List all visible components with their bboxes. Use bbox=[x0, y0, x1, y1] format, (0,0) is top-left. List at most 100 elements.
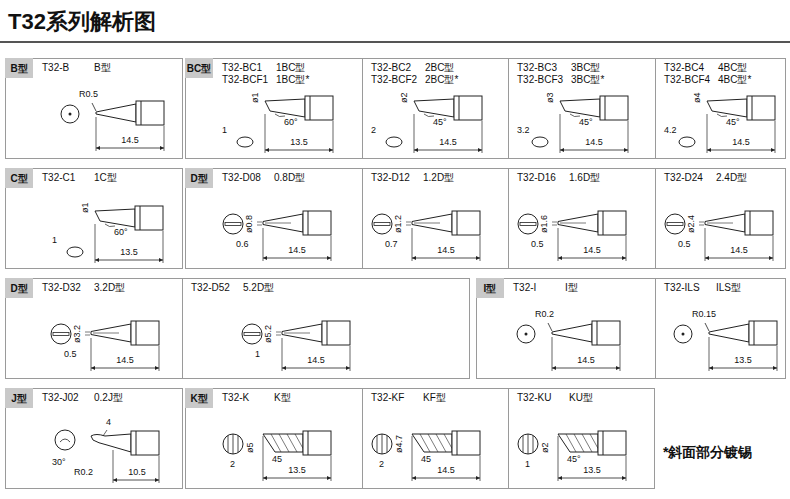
page-title: T32系列解析图 bbox=[8, 7, 156, 37]
tip-cell: T32-KK型ø524513.5 bbox=[213, 388, 362, 488]
type-label: D型 bbox=[190, 173, 207, 184]
dimension: R0.2 bbox=[534, 310, 555, 320]
dimension: 4.2 bbox=[663, 126, 678, 136]
dimension: ø1 bbox=[81, 201, 91, 214]
tip-cell: T32-BC44BC型T32-BCF44BC型*ø44.245°14.5 bbox=[655, 58, 786, 158]
model-number: T32-D16 bbox=[516, 172, 557, 183]
dimension: 0.7 bbox=[384, 240, 399, 250]
dimension: 2 bbox=[378, 460, 385, 470]
model-number: T32-BCF4 bbox=[663, 74, 711, 85]
tip-cell: T32-BC22BC型T32-BCF22BC型*ø2245°14.5 bbox=[362, 58, 508, 158]
tip-drawings bbox=[51, 96, 777, 483]
type-label: B型 bbox=[10, 63, 27, 74]
tip-type: 4BC型 bbox=[717, 62, 748, 73]
model-number: T32-BCF3 bbox=[516, 74, 564, 85]
dimension: 14.5 bbox=[306, 356, 326, 366]
tip-type: 0.8D型 bbox=[273, 172, 306, 183]
type-tab: C型 bbox=[5, 168, 33, 188]
dimension: 14.5 bbox=[584, 138, 604, 148]
type-label: BC型 bbox=[187, 63, 211, 74]
model-number: T32-D32 bbox=[41, 282, 82, 293]
dimension: 0.5 bbox=[530, 240, 545, 250]
group-frames bbox=[6, 59, 786, 489]
dimension: 14.5 bbox=[120, 136, 140, 146]
dimension: 45° bbox=[566, 455, 582, 465]
tip-type: 5.2D型 bbox=[242, 282, 275, 293]
dimension: 1 bbox=[524, 460, 531, 470]
model-number: T32-J02 bbox=[41, 392, 80, 403]
dimension: ø1.2 bbox=[394, 214, 404, 234]
tip-type: 3BC型* bbox=[570, 74, 605, 85]
dimension: 13.5 bbox=[287, 466, 307, 476]
dimension: ø0.8 bbox=[245, 214, 255, 234]
dimension: 45° bbox=[578, 118, 594, 128]
dimension: 1 bbox=[254, 350, 261, 360]
note: *斜面部分镀锡 bbox=[663, 444, 752, 462]
dimension: 3.2 bbox=[516, 126, 531, 136]
tip-cell: T32-D242.4D型ø2.40.514.5 bbox=[655, 168, 786, 268]
dimension: 14.5 bbox=[731, 138, 751, 148]
type-label: J型 bbox=[11, 393, 27, 404]
model-number: T32-K bbox=[221, 392, 250, 403]
tip-cell: T32-D121.2D型ø1.20.714.5 bbox=[362, 168, 508, 268]
dimension: 30° bbox=[51, 458, 67, 468]
tip-type: I型 bbox=[564, 282, 579, 293]
tip-cell: T32-BC33BC型T32-BCF33BC型*ø33.245°14.5 bbox=[508, 58, 655, 158]
model-number: T32-KF bbox=[370, 392, 405, 403]
model-number: T32-BC4 bbox=[663, 62, 705, 73]
dimension: 14.5 bbox=[582, 246, 602, 256]
tip-type: KF型 bbox=[422, 392, 447, 403]
tip-cell: T32-J020.2J型430°R0.210.5 bbox=[33, 388, 182, 488]
dimension: 4 bbox=[105, 418, 112, 428]
tip-type: 2.4D型 bbox=[715, 172, 748, 183]
dimension: 0.5 bbox=[63, 350, 78, 360]
type-tab: I型 bbox=[476, 278, 504, 298]
dimension: 2 bbox=[370, 126, 377, 136]
dimension: ø4.7 bbox=[395, 434, 405, 454]
dimension: ø1 bbox=[251, 91, 261, 104]
dimension: 13.5 bbox=[289, 138, 309, 148]
type-tab: D型 bbox=[5, 278, 33, 298]
dimension: ø5 bbox=[246, 441, 256, 454]
tip-cell: T32-D525.2D型ø5.2114.5 bbox=[182, 278, 470, 378]
type-label: I型 bbox=[484, 283, 497, 294]
tip-type: 1BC型* bbox=[275, 74, 310, 85]
tip-type: 4BC型* bbox=[717, 74, 752, 85]
tip-cell: T32-ILSILS型R0.1513.5 bbox=[655, 278, 786, 378]
tip-type: 2BC型* bbox=[424, 74, 459, 85]
model-number: T32-BC1 bbox=[221, 62, 263, 73]
model-number: T32-C1 bbox=[41, 172, 76, 183]
tip-cell: T32-BC11BC型T32-BCF11BC型*ø1160°13.5 bbox=[213, 58, 362, 158]
dimension: 60° bbox=[283, 118, 299, 128]
dimension: 45° bbox=[432, 118, 448, 128]
type-tab: J型 bbox=[5, 388, 33, 408]
tip-type: 1BC型 bbox=[275, 62, 306, 73]
tip-cell: T32-II型R0.214.5 bbox=[504, 278, 655, 378]
dimension: 0.5 bbox=[677, 240, 692, 250]
tip-type: 3.2D型 bbox=[93, 282, 126, 293]
model-number: T32-B bbox=[41, 62, 70, 73]
dimension: 45 bbox=[271, 455, 283, 465]
type-label: D型 bbox=[10, 283, 27, 294]
dimension: 14.5 bbox=[115, 356, 135, 366]
dimension: R0.5 bbox=[78, 90, 99, 100]
dimension: 1 bbox=[221, 126, 228, 136]
tip-type: 1.6D型 bbox=[568, 172, 601, 183]
dimension: 10.5 bbox=[127, 468, 147, 478]
tip-type: 2BC型 bbox=[424, 62, 455, 73]
dimension: 14.5 bbox=[729, 246, 749, 256]
dimension: ø3.2 bbox=[73, 324, 83, 344]
dimension: 13.5 bbox=[733, 356, 753, 366]
model-number: T32-D12 bbox=[370, 172, 411, 183]
type-tab: K型 bbox=[185, 388, 213, 408]
tip-type: 1.2D型 bbox=[422, 172, 455, 183]
tip-cell: T32-D161.6D型ø1.60.514.5 bbox=[508, 168, 655, 268]
dimension: 0.6 bbox=[235, 240, 250, 250]
model-number: T32-ILS bbox=[663, 282, 701, 293]
dimension: 1 bbox=[51, 236, 58, 246]
dimension: 14.5 bbox=[287, 246, 307, 256]
type-tab: B型 bbox=[5, 58, 33, 78]
tip-type: 0.2J型 bbox=[93, 392, 124, 403]
type-tab: D型 bbox=[185, 168, 213, 188]
